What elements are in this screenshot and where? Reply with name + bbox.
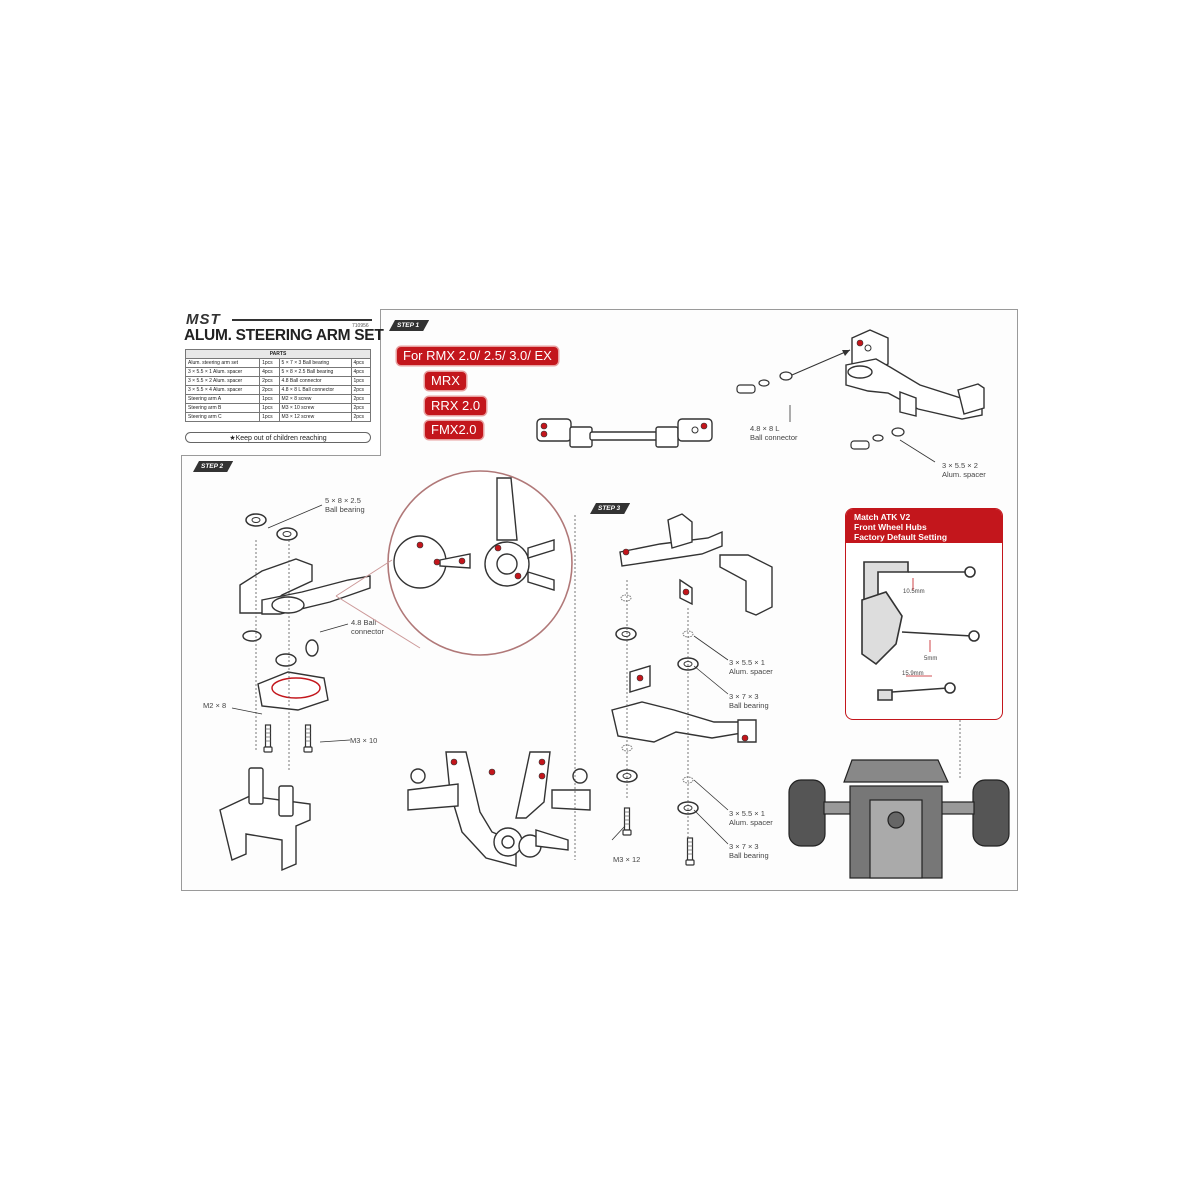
label-s2-m3: M3 × 10	[350, 736, 378, 745]
model-tag-rmx: For RMX 2.0/ 2.5/ 3.0/ EX	[397, 347, 558, 365]
model-tag-mrx: MRX	[425, 372, 466, 390]
page-title: ALUM. STEERING ARM SET	[184, 327, 384, 344]
dim-15-9: 15.9mm	[902, 671, 924, 677]
step1-link	[536, 418, 713, 448]
step2-badge: STEP 2	[193, 461, 233, 472]
zoom-detail	[335, 470, 573, 656]
logo-rule	[232, 319, 372, 321]
step3-badge: STEP 3	[590, 503, 630, 514]
step1-badge: STEP 1	[389, 320, 429, 331]
dim-5: 5mm	[924, 656, 938, 662]
label-s3-m3: M3 × 12	[613, 855, 641, 864]
parts-cell: 2pcs	[350, 412, 371, 422]
step3-assembly	[611, 513, 773, 866]
car-chassis-image	[788, 759, 1010, 879]
step1-assembly	[845, 329, 985, 420]
match-diagram	[861, 561, 980, 701]
product-code: 710956	[352, 323, 369, 329]
brand-logo: MST	[186, 311, 221, 328]
step2-assembly	[219, 513, 371, 872]
dim-10-5: 10.5mm	[903, 589, 925, 595]
model-tag-fmx: FMX2.0	[425, 421, 483, 439]
parts-cell: M3 × 12 screw	[278, 412, 352, 422]
parts-cell: 1pcs	[259, 412, 280, 422]
safety-warning: ★Keep out of children reaching	[185, 432, 371, 443]
model-tag-rrx: RRX 2.0	[425, 397, 487, 415]
step2-steering-plate	[407, 751, 591, 867]
label-s2-m2: M2 × 8	[203, 701, 227, 710]
